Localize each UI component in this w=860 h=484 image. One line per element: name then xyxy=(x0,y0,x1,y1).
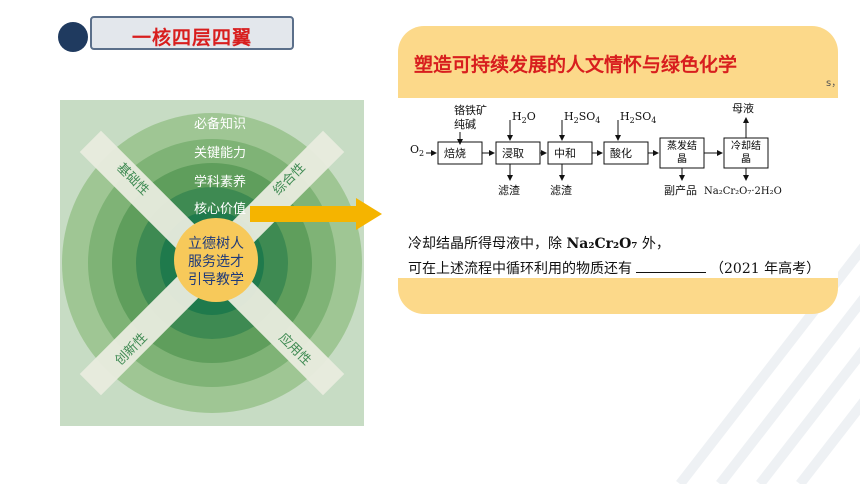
reagent-sulfuric-acid-2: H2SO4 xyxy=(620,110,656,125)
example-panel: 塑造可持续发展的人文情怀与绿色化学 铬铁矿 纯碱 O2 xyxy=(398,26,838,314)
stray-mark: s， xyxy=(826,78,842,89)
step-neutralize: 中和 xyxy=(554,147,576,160)
panel-heading: 塑造可持续发展的人文情怀与绿色化学 xyxy=(414,54,738,76)
center-line-1: 立德树人 xyxy=(188,236,244,252)
question-card: 铬铁矿 纯碱 O2 焙烧 浸取 中和 酸化 蒸发结晶 冷却结晶 xyxy=(398,98,838,278)
output-residue-2: 滤渣 xyxy=(550,183,572,197)
output-byproduct: 副产品 xyxy=(664,183,697,197)
question-source: （2021 年高考） xyxy=(710,261,821,277)
question-line-2: 可在上述流程中循环利用的物质还有 （2021 年高考） xyxy=(408,258,820,278)
center-disc xyxy=(174,218,258,302)
input-soda-ash: 纯碱 xyxy=(454,118,476,131)
ring-label-literacy: 学科素养 xyxy=(194,174,246,190)
output-residue-1: 滤渣 xyxy=(498,183,520,197)
question-line-1: 冷却结晶所得母液中，除 Na₂Cr₂O₇ 外， xyxy=(408,233,670,253)
ring-label-knowledge: 必备知识 xyxy=(194,116,246,132)
title-box: 一核四层四翼 xyxy=(90,16,294,50)
input-chromite: 铬铁矿 xyxy=(454,103,487,117)
step-roast: 焙烧 xyxy=(444,146,466,160)
step-leach: 浸取 xyxy=(502,147,524,160)
center-line-3: 引导教学 xyxy=(188,272,244,288)
ring-label-value: 核心价值 xyxy=(194,201,246,217)
question-text-a: 冷却结晶所得母液中，除 xyxy=(408,236,567,252)
output-product: Na₂Cr₂O₇·2H₂O xyxy=(704,186,782,197)
arrow-right-icon xyxy=(250,198,382,230)
reagent-water: H2O xyxy=(512,110,536,125)
reagent-sulfuric-acid-1: H2SO4 xyxy=(564,110,600,125)
question-text-c: 可在上述流程中循环利用的物质还有 xyxy=(408,261,632,277)
step-acidify: 酸化 xyxy=(610,146,632,160)
title-text: 一核四层四翼 xyxy=(131,27,252,49)
input-oxygen: O2 xyxy=(410,143,424,158)
diagram-svg: 必备知识 关键能力 学科素养 核心价值 立德树人 服务选才 引导教学 基础性 综… xyxy=(62,113,362,413)
answer-blank[interactable] xyxy=(636,260,706,273)
core-layers-diagram: 必备知识 关键能力 学科素养 核心价值 立德树人 服务选才 引导教学 基础性 综… xyxy=(60,100,364,426)
question-formula: Na₂Cr₂O₇ xyxy=(566,236,638,252)
step-evaporate-crystallize: 蒸发结晶 xyxy=(667,141,697,165)
center-line-2: 服务选才 xyxy=(188,254,244,270)
ring-label-ability: 关键能力 xyxy=(194,146,246,161)
background-stripes xyxy=(676,243,860,484)
question-text-b: 外， xyxy=(637,236,670,252)
process-flowchart: 铬铁矿 纯碱 O2 焙烧 浸取 中和 酸化 蒸发结晶 冷却结晶 xyxy=(410,101,782,197)
title-bullet-dot xyxy=(58,22,88,52)
output-mother-liquor: 母液 xyxy=(732,101,754,115)
step-cool-crystallize: 冷却结晶 xyxy=(731,141,761,165)
